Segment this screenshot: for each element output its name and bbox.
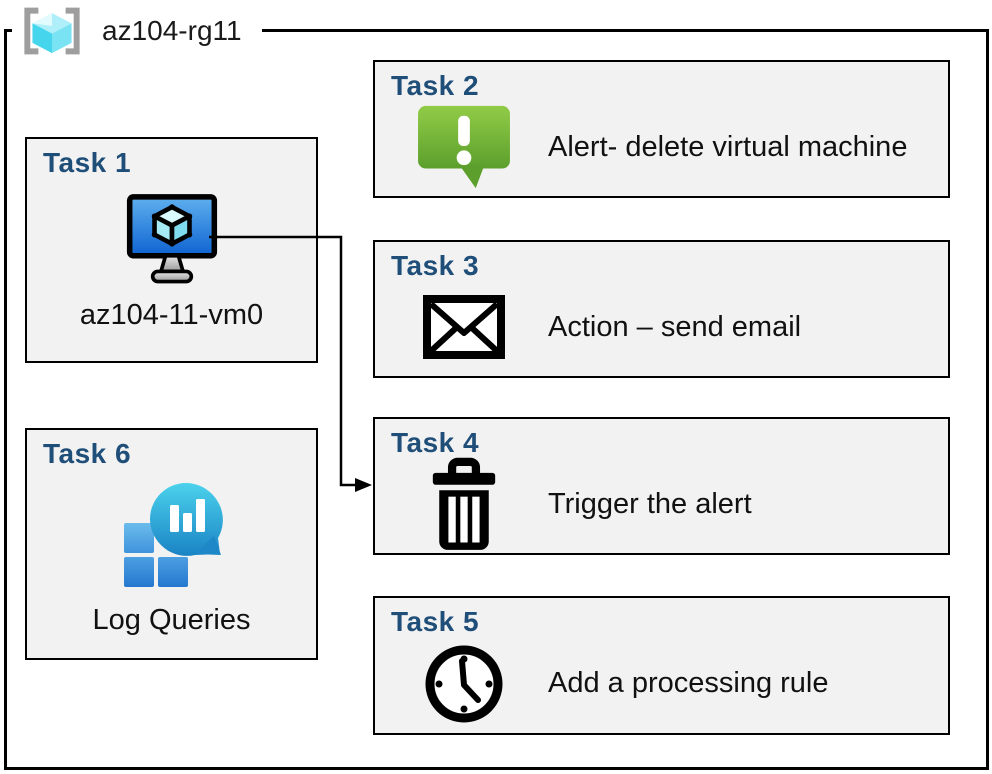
task-4-card: Task 4 Trigger the alert bbox=[373, 417, 950, 555]
task-5-title: Task 5 bbox=[391, 606, 480, 637]
resource-group-name: az104-rg11 bbox=[102, 15, 242, 46]
log-analytics-icon bbox=[123, 483, 223, 587]
task-4-title: Task 4 bbox=[391, 427, 480, 458]
virtual-machine-icon bbox=[126, 194, 217, 284]
task-5-card: Task 5 Add a processing rule bbox=[373, 596, 950, 735]
task-1-title: Task 1 bbox=[43, 147, 132, 178]
task-2-card: Task 2 Alert- delete virtual machine bbox=[373, 60, 950, 198]
trash-delete-icon bbox=[432, 457, 496, 550]
task-6-label: Log Queries bbox=[92, 604, 251, 636]
clock-icon bbox=[425, 645, 503, 722]
task-3-label: Action – send email bbox=[548, 310, 802, 343]
resource-group-legend: az104-rg11 bbox=[12, 2, 262, 60]
task-1-label: az104-11-vm0 bbox=[79, 299, 264, 331]
task-2-label: Alert- delete virtual machine bbox=[548, 130, 908, 163]
task-5-label: Add a processing rule bbox=[548, 667, 829, 699]
task-3-card: Task 3 Action – send email bbox=[373, 240, 950, 378]
task-4-label: Trigger the alert bbox=[548, 487, 752, 520]
task-3-title: Task 3 bbox=[391, 250, 480, 281]
alert-message-icon bbox=[418, 105, 510, 189]
task-2-title: Task 2 bbox=[391, 70, 480, 101]
task-6-card: Task 6 bbox=[25, 428, 318, 660]
task-1-card: Task 1 bbox=[25, 137, 318, 363]
task-6-title: Task 6 bbox=[43, 438, 132, 469]
email-envelope-icon bbox=[423, 295, 505, 359]
resource-group-icon bbox=[24, 7, 80, 55]
